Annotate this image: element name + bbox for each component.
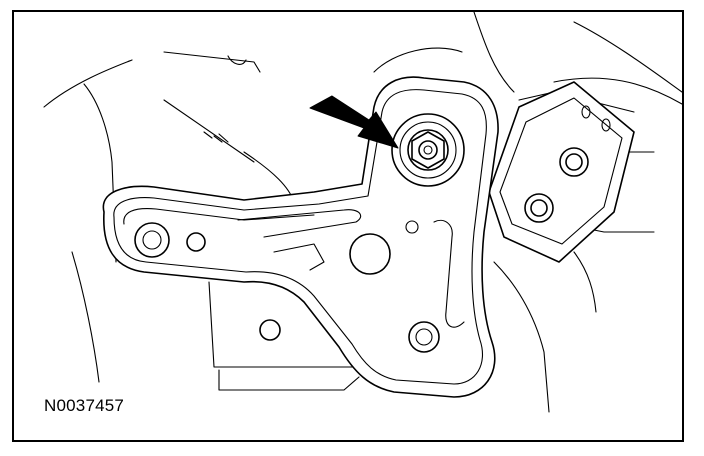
mounting-bracket <box>488 81 635 263</box>
linkage-illustration <box>43 12 682 413</box>
arrow-icon <box>309 95 399 149</box>
figure-code: N0037457 <box>44 396 125 415</box>
illustration-frame: N0037457 <box>12 10 684 442</box>
pivot-nut <box>391 113 465 187</box>
